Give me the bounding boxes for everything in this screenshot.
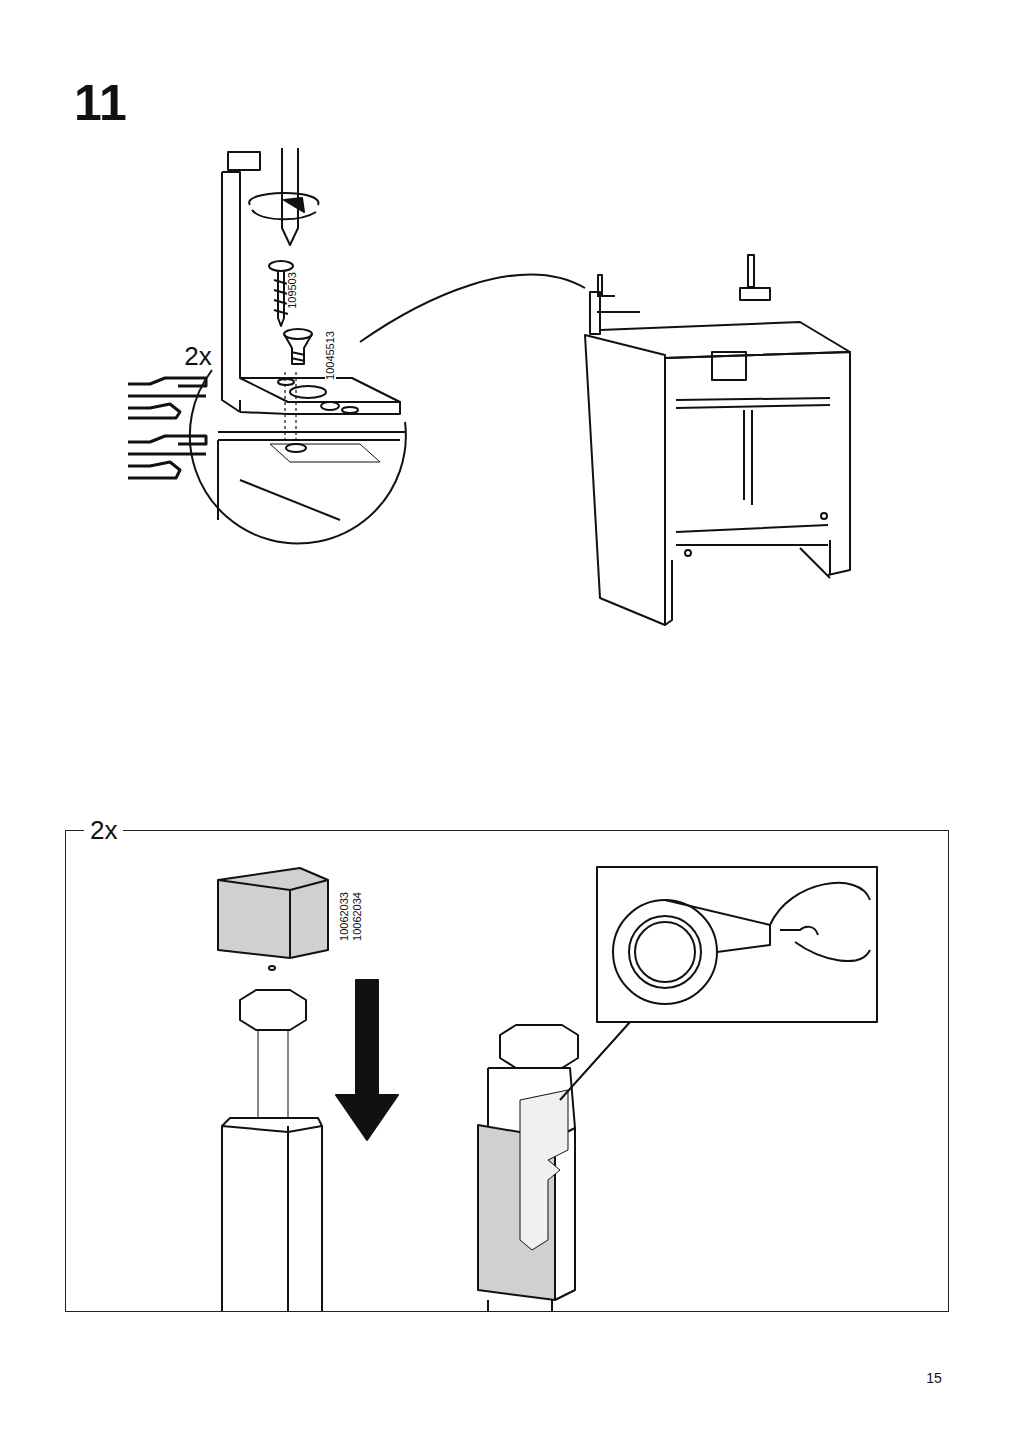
part-number: 109503 [287, 272, 298, 309]
down-arrow [336, 980, 398, 1140]
cabinet-board [218, 432, 405, 520]
quantity-label: 2x [184, 343, 211, 369]
hand-icon [128, 378, 206, 478]
sleeve [218, 868, 328, 970]
part-number: 10062033 [338, 892, 349, 941]
tape-callout [560, 867, 877, 1100]
screwdriver [249, 148, 318, 245]
cabinet [585, 255, 850, 625]
leg [222, 990, 322, 1312]
page-number: 15 [926, 1371, 942, 1385]
frame-box: 2x [65, 830, 949, 1312]
quantity-label: 2x [84, 817, 123, 843]
part-number: 10062034 [351, 892, 362, 941]
bolt [284, 329, 312, 364]
part-number: 10045513 [324, 331, 335, 380]
taped-leg [478, 1025, 578, 1312]
step-number: 11 [74, 78, 127, 128]
detail-leader [360, 275, 585, 343]
leg-bracket [222, 152, 400, 414]
